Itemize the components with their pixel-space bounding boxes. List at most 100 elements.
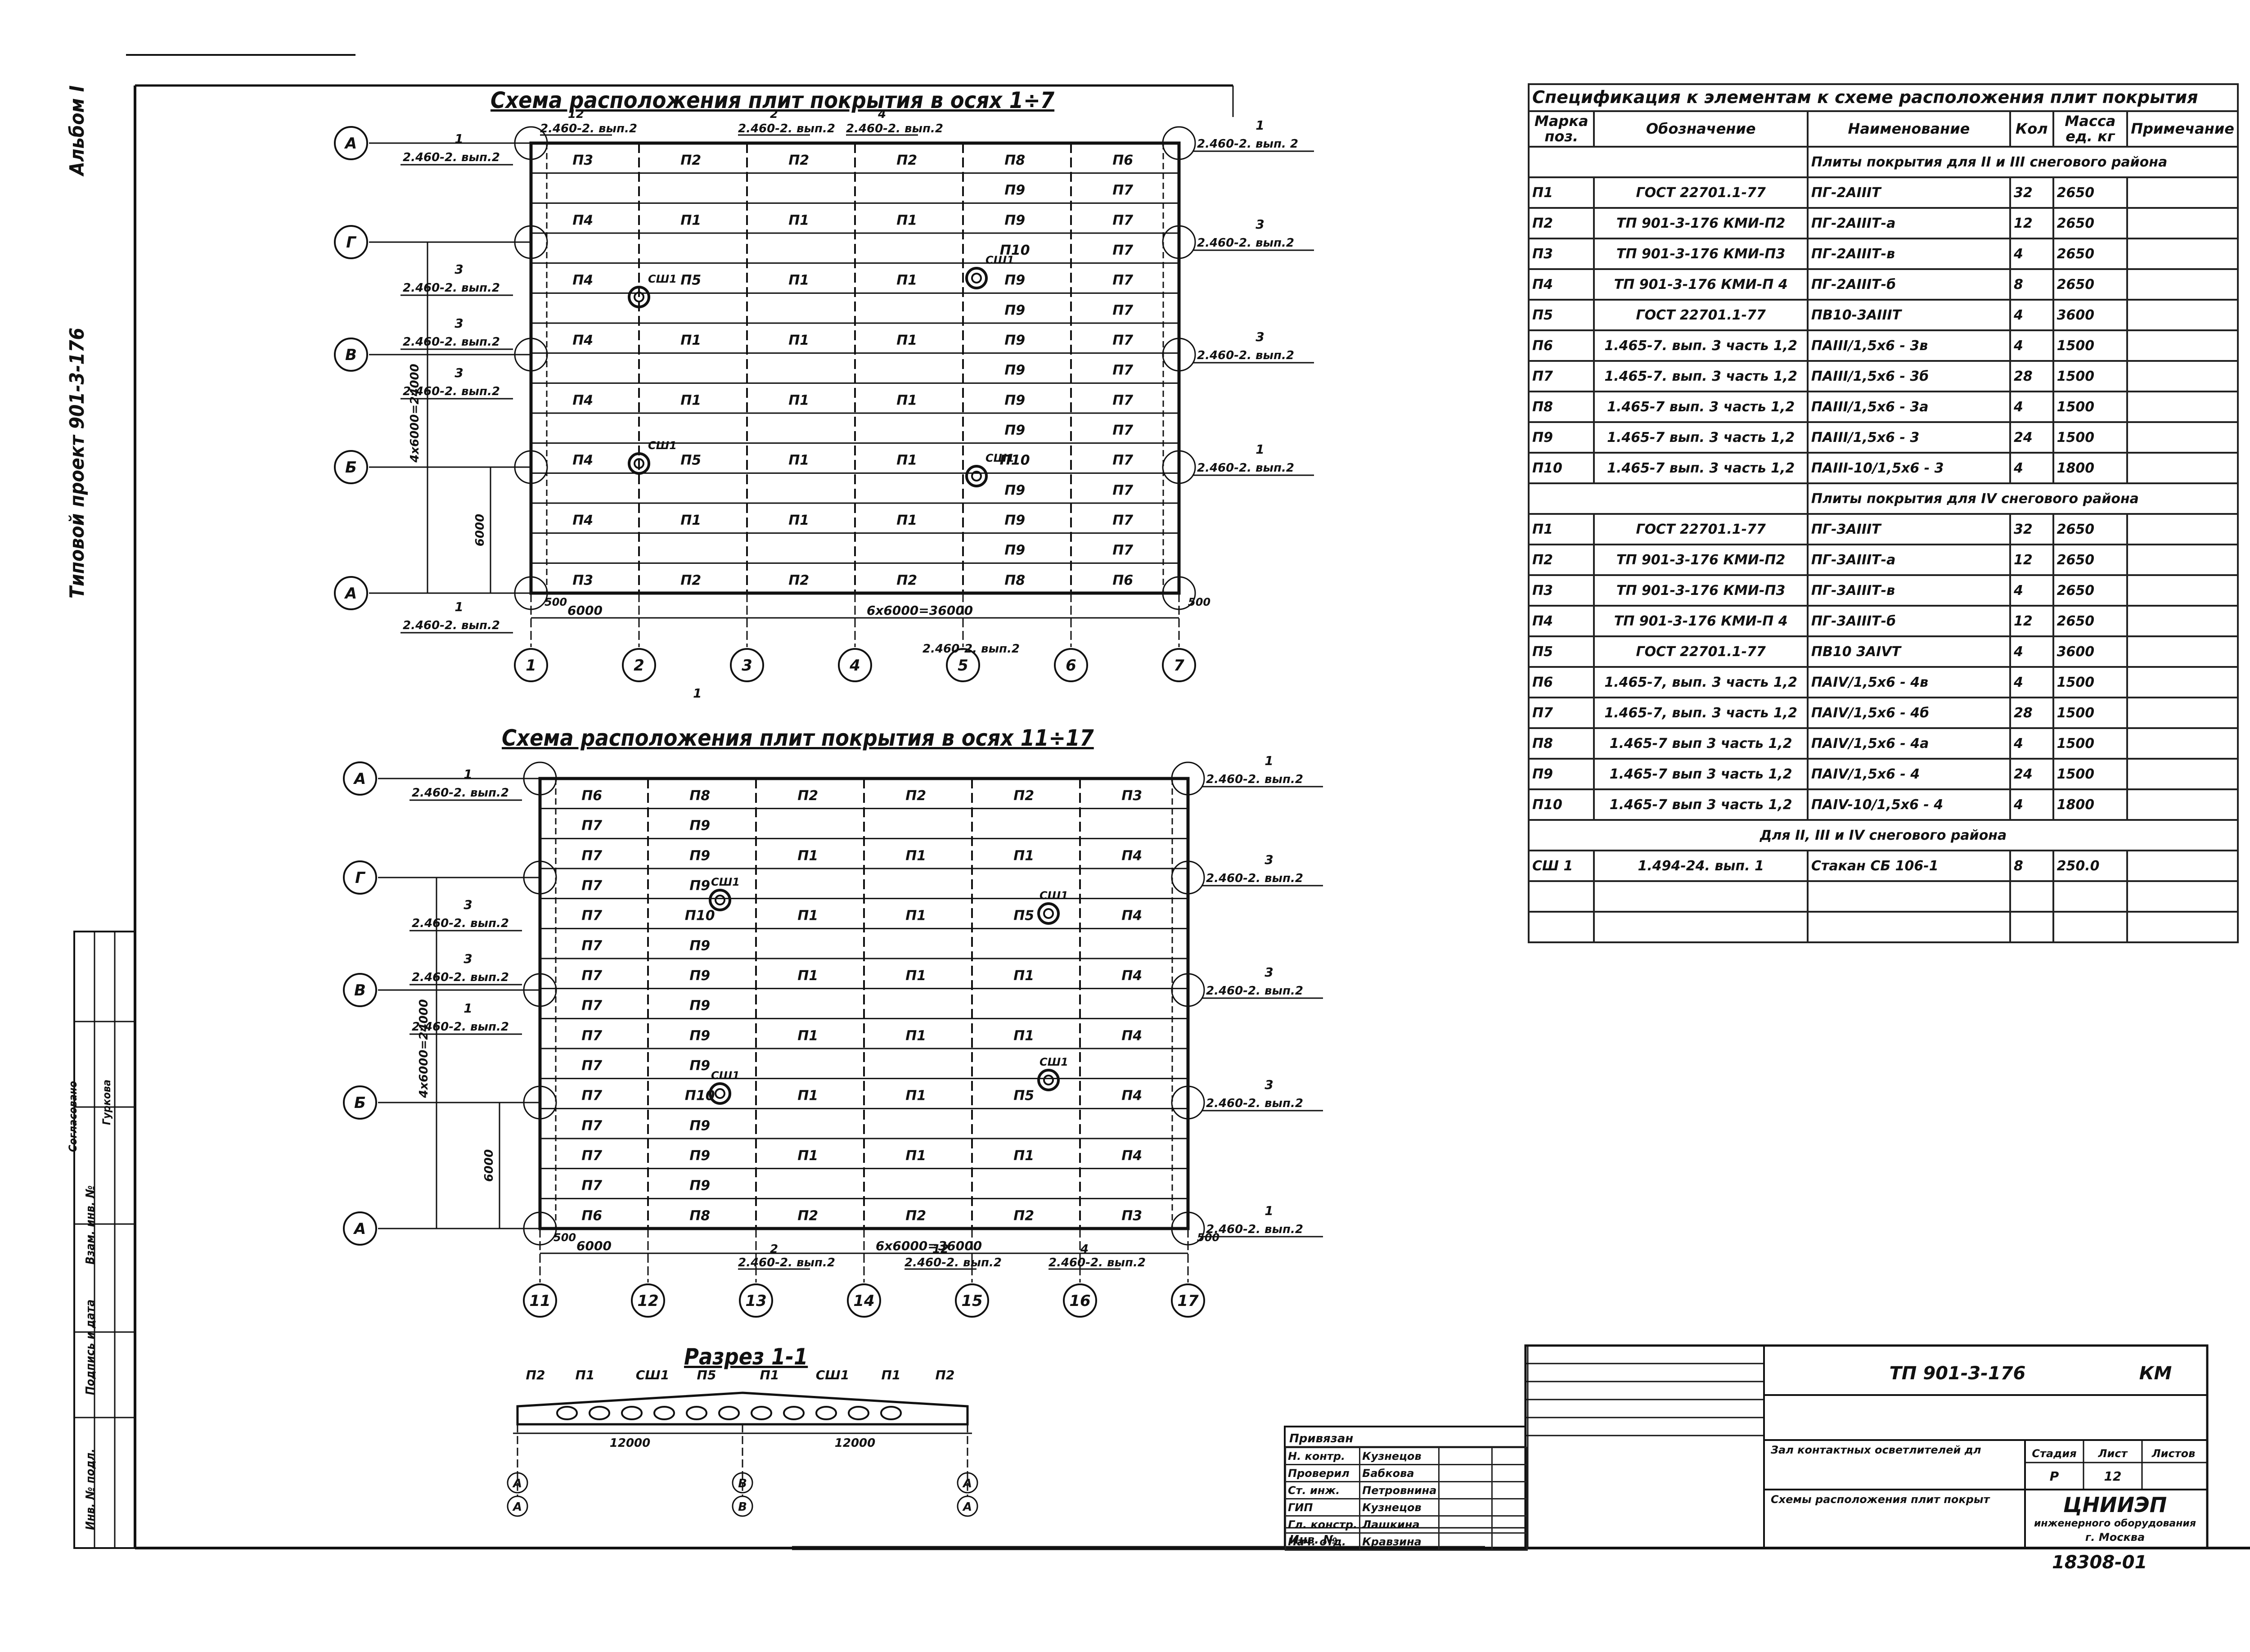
signature-cell	[1438, 1515, 1493, 1534]
plan1-cw-marker	[971, 471, 982, 482]
plan2-panel-mark: П1	[905, 848, 926, 864]
plan1-panel-mark: П7	[1112, 302, 1133, 318]
plan2-panel-mark: П4	[1121, 848, 1142, 864]
spec-cell: 1500	[2052, 697, 2128, 729]
stage-value: Р	[2050, 1469, 2059, 1484]
plan2-axis-x-label: 12	[637, 1292, 658, 1310]
plan2-axis-y-bubble	[343, 761, 377, 796]
spec-cell: 4	[2009, 238, 2054, 270]
spec-cell: П6	[1527, 329, 1595, 362]
spec-cell: ПГ-3АIIIТ-б	[1806, 605, 2012, 638]
signature-role: Проверил	[1284, 1464, 1361, 1482]
spec-cell: П3	[1527, 574, 1595, 607]
stage-label: Стадия	[2032, 1447, 2076, 1460]
section-axis-bubble	[732, 1472, 753, 1494]
plan2-axis-x-bubble	[739, 1283, 773, 1318]
spec-cell: 1.465-7 вып. 3 часть 1,2	[1593, 452, 1809, 485]
date-cell	[1491, 1447, 1528, 1465]
plan1-axis-x-label: 2	[634, 657, 644, 675]
spec-cell	[2126, 605, 2239, 638]
plan2-axis-y-bubble	[343, 1211, 377, 1246]
plan2-callout-left: 2.460-2. вып.2	[412, 917, 509, 930]
spec-cell: 1.494-24. вып. 1	[1593, 850, 1809, 882]
section-axis-bubble	[957, 1472, 978, 1494]
plan2-dim-edge-label: 500	[1197, 1231, 1220, 1244]
plan1-cw-label: СШ1	[648, 273, 677, 285]
plan1-panel-mark: П1	[896, 513, 917, 528]
plan1-panel-mark: П1	[788, 392, 809, 408]
plan2-panel-mark: П7	[581, 1028, 602, 1044]
plan2-axis-x-bubble	[955, 1283, 989, 1318]
spec-cell: 4	[2009, 329, 2054, 362]
spec-cell: П2	[1527, 544, 1595, 576]
stamp-box	[73, 931, 136, 1549]
stamp-replace: Взам. инв. №	[84, 1185, 97, 1265]
section-axis-bubble	[507, 1495, 528, 1517]
spec-cell: ТП 901-3-176 КМИ-П2	[1593, 207, 1809, 240]
spec-cell: ПГ-2АIIIТ	[1806, 176, 2012, 209]
plan2-axis-y-label: В	[354, 981, 366, 999]
spec-cell	[2126, 360, 2239, 393]
plan2-column-mark	[523, 860, 557, 895]
plan2-panel-mark: П7	[581, 818, 602, 834]
spec-cell	[2126, 788, 2239, 821]
plan1-callout-num-left: 3	[454, 365, 463, 380]
plan2-callout-right: 2.460-2. вып.2	[1206, 773, 1303, 786]
plan2-panel-mark: П1	[1013, 848, 1034, 864]
spec-cell: 1.465-7, вып. 3 часть 1,2	[1593, 666, 1809, 699]
plan2-callout-num-right: 1	[1264, 1203, 1273, 1218]
plan2-axis-x-bubble	[1063, 1283, 1097, 1318]
plan2-panel-mark: П9	[689, 818, 710, 834]
signature-name: Кузнецов	[1359, 1447, 1440, 1465]
spec-cell	[2126, 421, 2239, 454]
spec-cell: 2650	[2052, 513, 2128, 546]
plan1-panel-mark: П9	[1004, 363, 1025, 378]
spec-cell: 1.465-7 вып 3 часть 1,2	[1593, 758, 1809, 791]
spec-cell	[2126, 207, 2239, 240]
plan1-panel-mark: П1	[788, 453, 809, 468]
plan1-panel-mark: П4	[572, 453, 593, 468]
plan1-panel-mark: П7	[1112, 423, 1133, 438]
plan1-axis-y-bubble	[334, 450, 368, 484]
signature-row: Н. контр.Кузнецов	[1284, 1447, 1528, 1465]
section-slab	[516, 1391, 969, 1426]
plan2-axis-x-bubble	[847, 1283, 881, 1318]
plan1-cw-marker	[965, 465, 988, 487]
spec-cell: 1800	[2052, 452, 2128, 485]
plan1-top-callout: 2.460-2. вып.2	[540, 122, 637, 135]
sheets-label: Листов	[2151, 1447, 2196, 1460]
plan1-cw-marker	[971, 273, 982, 284]
plan1-axis-x-label: 1	[526, 657, 536, 675]
plan2-cw-marker	[709, 1082, 731, 1105]
section-label: СШ1	[816, 1368, 850, 1382]
plan2-panel-mark: П5	[1013, 908, 1034, 924]
plan2-column-mark	[1171, 1211, 1205, 1246]
plan2-axis-x-bubble	[631, 1283, 665, 1318]
spec-cell: 4	[2009, 299, 2054, 332]
spec-cell	[2052, 880, 2128, 913]
plan2-dim-bay-label: 6000	[576, 1238, 612, 1253]
signature-cell	[1438, 1447, 1493, 1465]
spec-empty-row	[1527, 911, 2239, 944]
plan2-panel-mark: П7	[581, 878, 602, 894]
section-dim: 12000	[610, 1436, 650, 1450]
spec-cell: Стакан СБ 106-1	[1806, 850, 2012, 882]
date-cell	[1491, 1532, 1528, 1551]
section-axis-label: А	[962, 1477, 972, 1490]
signature-role: Нач. отд.	[1284, 1532, 1361, 1551]
section-void	[751, 1406, 772, 1420]
section-label: П2	[526, 1368, 545, 1382]
plan2-axis-x-bubble	[523, 1283, 557, 1318]
plan1-panel-mark: П1	[680, 392, 701, 408]
plan1-panel-mark: П9	[1004, 302, 1025, 318]
plan1-column-mark	[1162, 576, 1196, 610]
spec-cell: 28	[2009, 360, 2054, 393]
spec-cell	[2126, 513, 2239, 546]
plan2-callout-num-left: 1	[464, 1001, 472, 1016]
spec-cell: 3600	[2052, 635, 2128, 668]
signature-cell	[1438, 1532, 1493, 1551]
plan2-panel-mark: П10	[685, 908, 715, 924]
plan2-panel-mark: П7	[581, 1088, 602, 1104]
